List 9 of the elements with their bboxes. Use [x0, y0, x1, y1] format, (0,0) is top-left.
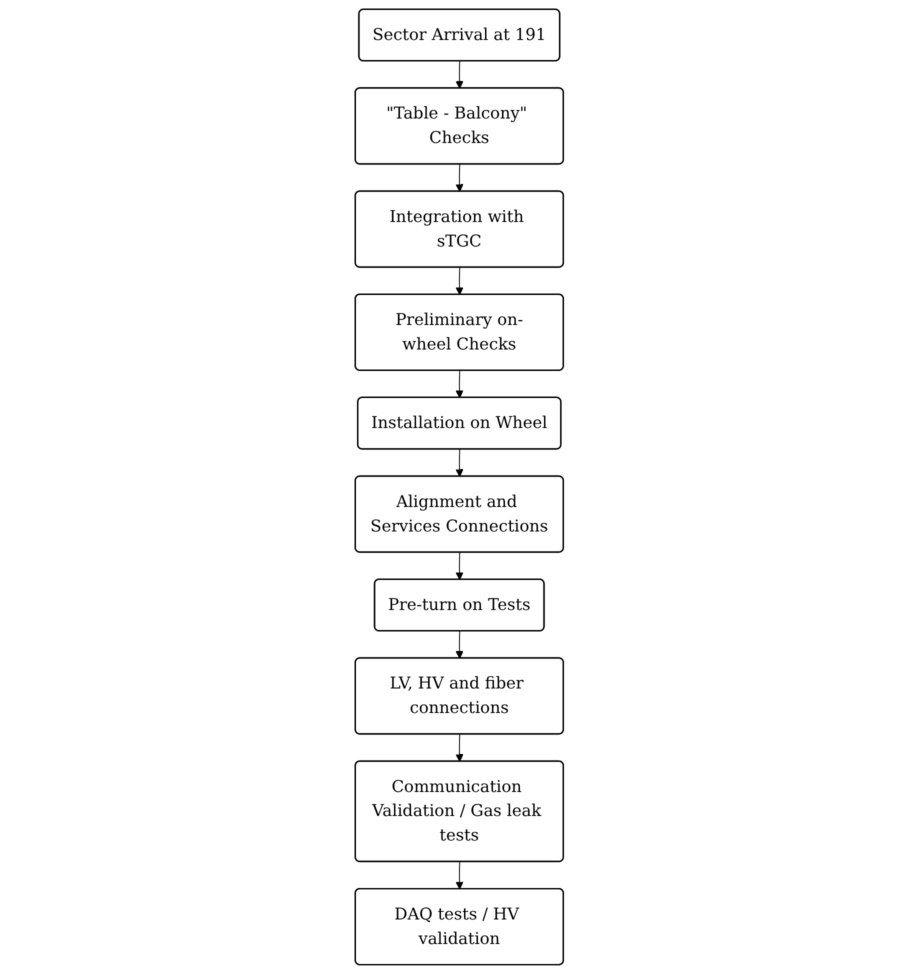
arrow: [456, 630, 464, 659]
arrow: [456, 862, 464, 890]
arrow: [456, 370, 464, 398]
arrow: [456, 449, 464, 477]
arrow: [456, 552, 464, 580]
arrow: [456, 267, 464, 296]
arrow: [456, 60, 464, 89]
arrow: [456, 164, 464, 192]
arrow: [456, 734, 464, 762]
